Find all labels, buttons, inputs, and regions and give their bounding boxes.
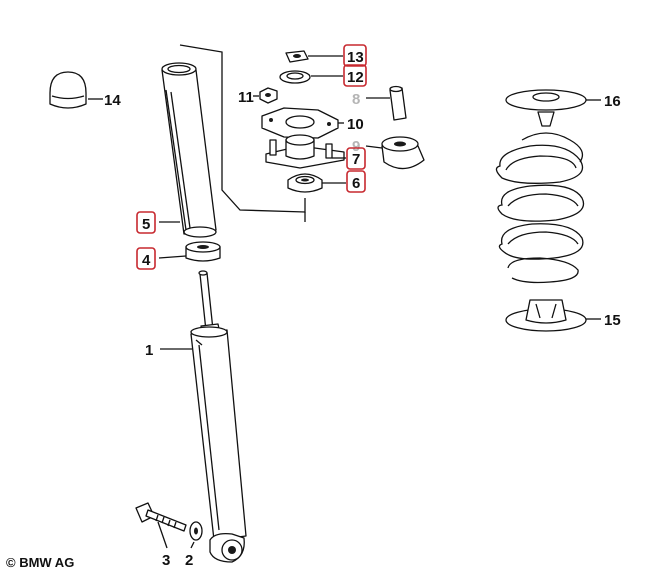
coil-spring[interactable] [495, 132, 585, 284]
part-14-cap[interactable] [49, 71, 103, 109]
part-11-nut[interactable] [253, 87, 278, 104]
part-4-bump-stop[interactable] [158, 241, 221, 262]
callout-labels: 14 5 4 1 3 2 13 12 11 8 10 9 7 6 16 15 [104, 44, 621, 569]
part-12-washer[interactable] [279, 70, 343, 84]
highlight-box-12 [343, 64, 367, 87]
label-12: 12 [347, 69, 364, 86]
part-13-nut[interactable] [285, 50, 343, 63]
label-2: 2 [185, 552, 193, 569]
label-7: 7 [352, 151, 360, 168]
label-4: 4 [142, 252, 151, 269]
highlight-box-4 [136, 247, 156, 270]
label-15: 15 [604, 312, 621, 329]
part-6-rubber-mount[interactable] [287, 173, 346, 193]
label-1: 1 [145, 342, 153, 359]
part-1-shock-absorber[interactable] [160, 270, 247, 563]
part-8-sleeve[interactable] [366, 85, 407, 121]
highlight-box-7 [346, 147, 366, 170]
label-14: 14 [104, 92, 121, 109]
highlight-box-5 [136, 211, 156, 234]
part-2-washer[interactable] [189, 521, 203, 549]
part-5-boot[interactable] [159, 62, 217, 238]
label-13: 13 [347, 49, 364, 66]
label-16: 16 [604, 93, 621, 110]
part-9-bushing[interactable] [365, 136, 425, 170]
label-9: 9 [352, 138, 360, 155]
part-7-support-mount[interactable] [265, 134, 346, 169]
assembly-guide-lines [179, 44, 306, 222]
label-5: 5 [142, 216, 150, 233]
part-16-upper-spring-seat[interactable] [505, 89, 601, 127]
label-10: 10 [347, 116, 364, 133]
highlight-box-6 [346, 170, 366, 193]
part-3-bolt[interactable] [135, 502, 187, 549]
part-10-plate[interactable] [261, 107, 344, 139]
label-8: 8 [352, 91, 360, 108]
label-3: 3 [162, 552, 170, 569]
copyright-notice: © BMW AG [6, 555, 75, 570]
label-6: 6 [352, 175, 360, 192]
part-15-lower-spring-seat[interactable] [505, 299, 601, 332]
highlight-box-13 [343, 44, 367, 67]
label-11: 11 [238, 89, 254, 106]
